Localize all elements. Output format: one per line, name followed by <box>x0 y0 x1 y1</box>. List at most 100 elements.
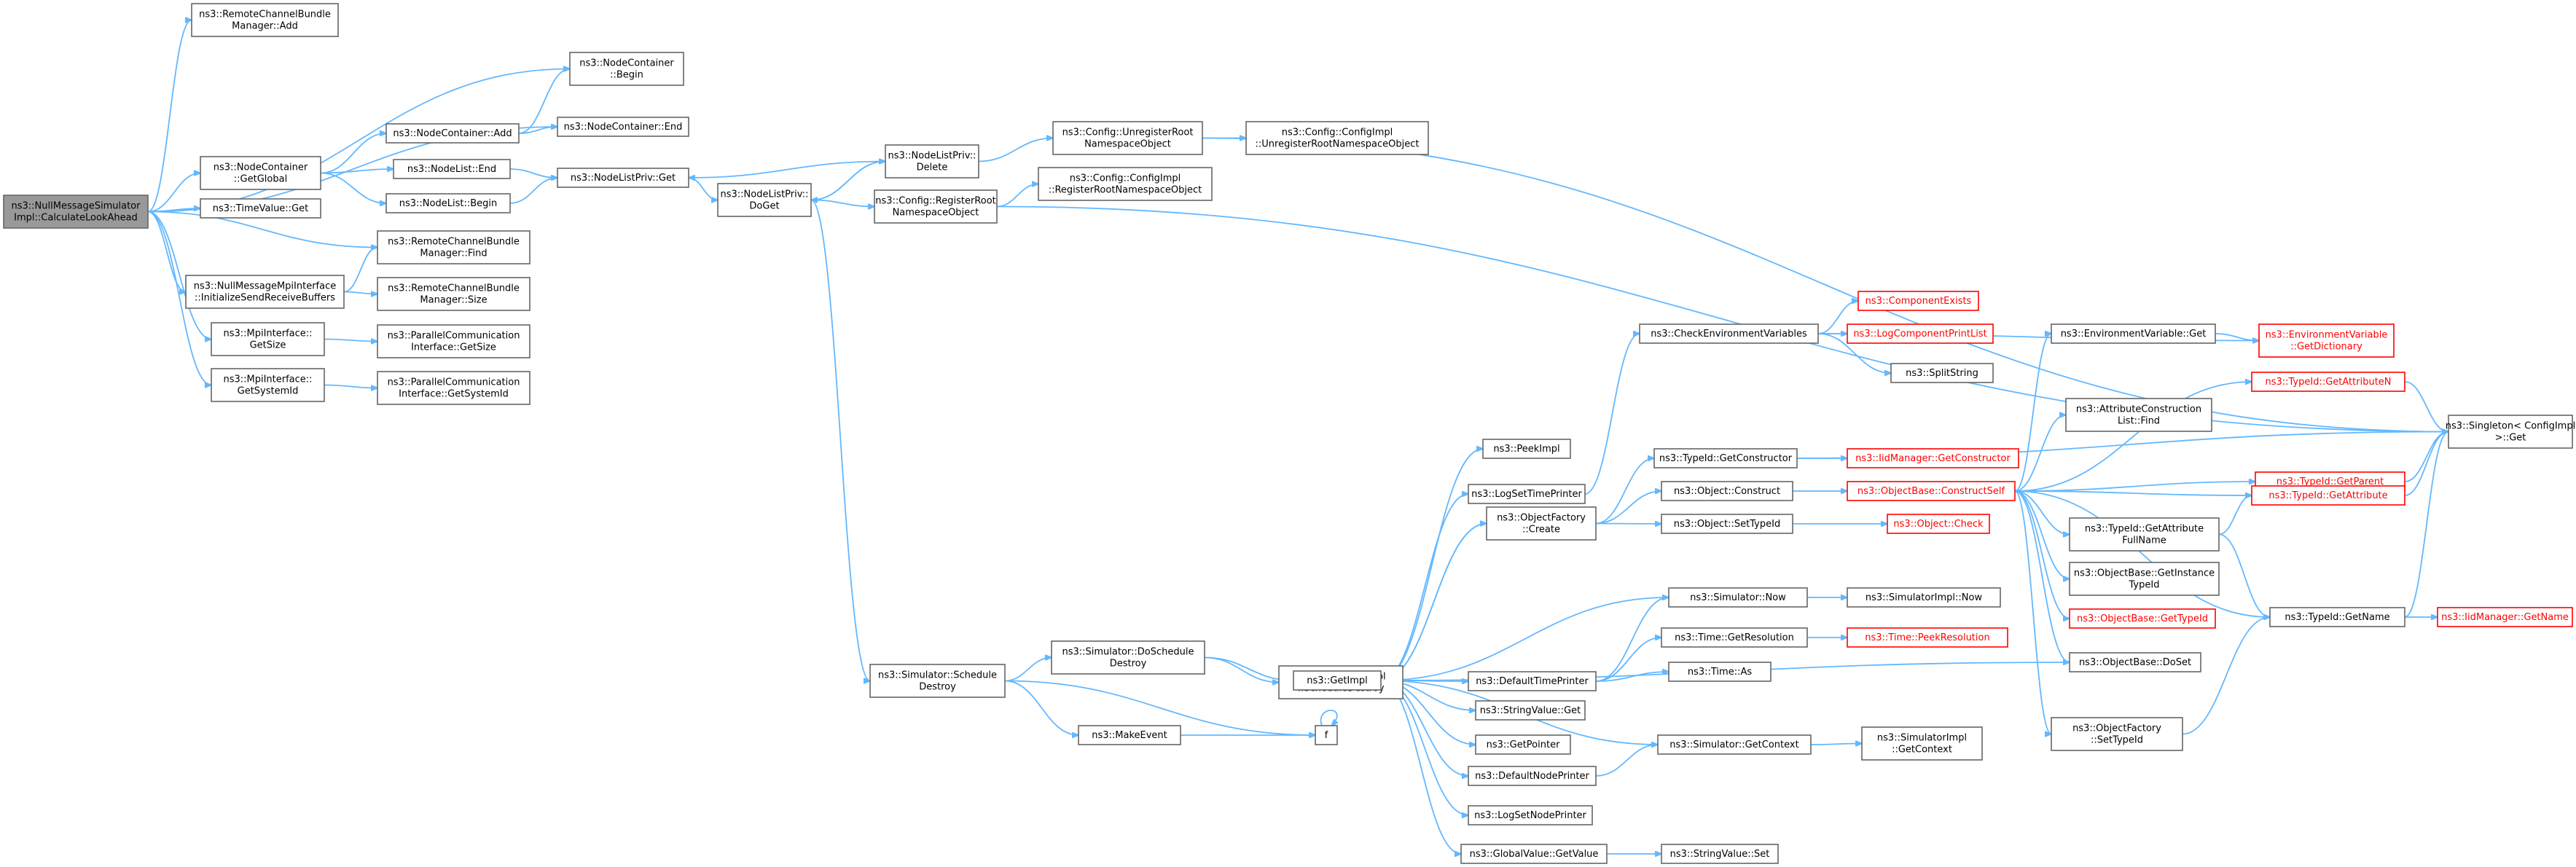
function-node-ncGetGlobal[interactable]: ns3::NodeContainer::GetGlobal <box>200 156 321 190</box>
call-edge <box>147 173 200 213</box>
function-node-pciGetSys[interactable]: ns3::ParallelCommunicationInterface::Get… <box>377 371 531 405</box>
function-node-simImplNow[interactable]: ns3::SimulatorImpl::Now <box>1847 587 2001 608</box>
function-node-obConstructSelf[interactable]: ns3::ObjectBase::ConstructSelf <box>1847 481 2016 501</box>
function-node-svGet[interactable]: ns3::StringValue::Get <box>1475 700 1586 721</box>
call-edge <box>1202 137 2448 432</box>
function-node-iidGetName[interactable]: ns3::IidManager::GetName <box>2437 607 2573 627</box>
function-node-cfgImplReg[interactable]: ns3::Config::ConfigImpl::RegisterRootNam… <box>1038 167 1213 201</box>
function-node-tidGetAttrN[interactable]: ns3::TypeId::GetAttributeN <box>2251 372 2405 392</box>
node-label: ns3::SimulatorImpl <box>1877 733 1967 744</box>
call-edge <box>810 199 874 207</box>
node-label: ns3::CheckEnvironmentVariables <box>1651 329 1807 340</box>
node-box <box>1847 448 2019 468</box>
function-node-checkEnv[interactable]: ns3::CheckEnvironmentVariables <box>1639 323 1819 344</box>
function-node-gvGetValue[interactable]: ns3::GlobalValue::GetValue <box>1460 844 1608 864</box>
node-label: ns3::Simulator::DoSchedule <box>1062 647 1194 658</box>
call-edge <box>509 178 557 204</box>
call-edge <box>343 248 377 293</box>
node-label: Destroy <box>919 682 956 693</box>
function-node-nlEnd[interactable]: ns3::NodeList::End <box>393 159 511 179</box>
function-node-tidGetName[interactable]: ns3::TypeId::GetName <box>2269 607 2405 627</box>
call-edge <box>689 160 886 178</box>
function-node-nlpDelete[interactable]: ns3::NodeListPriv::Delete <box>885 144 979 178</box>
function-node-getImpl[interactable]: ns3::GetImpl <box>1293 670 1382 691</box>
function-node-timeAs[interactable]: ns3::Time::As <box>1668 662 1772 682</box>
function-node-simGetContext[interactable]: ns3::Simulator::GetContext <box>1657 734 1812 755</box>
function-node-timeGetRes[interactable]: ns3::Time::GetResolution <box>1661 627 1808 648</box>
function-node-compExists[interactable]: ns3::ComponentExists <box>1857 291 1979 311</box>
function-node-peekImpl[interactable]: ns3::PeekImpl <box>1482 439 1571 459</box>
node-label: ns3::Time::As <box>1688 667 1753 678</box>
function-node-objSetTypeId[interactable]: ns3::Object::SetTypeId <box>1661 514 1793 534</box>
function-node-cfgReg[interactable]: ns3::Config::RegisterRootNamespaceObject <box>874 189 998 224</box>
function-node-tidGetAttr[interactable]: ns3::TypeId::GetAttribute <box>2251 485 2405 506</box>
function-node-tvGet[interactable]: ns3::TimeValue::Get <box>200 198 321 219</box>
node-box <box>377 277 531 311</box>
function-node-timePeekRes[interactable]: ns3::Time::PeekResolution <box>1847 627 2008 648</box>
function-node-makeEvent[interactable]: ns3::MakeEvent <box>1078 725 1181 745</box>
node-label: Interface::GetSystemId <box>399 389 509 400</box>
function-node-cfgUnreg[interactable]: ns3::Config::UnregisterRootNamespaceObje… <box>1052 121 1203 155</box>
function-node-pciGetSize[interactable]: ns3::ParallelCommunicationInterface::Get… <box>377 324 531 358</box>
node-box <box>2258 323 2395 358</box>
node-label: ns3::Time::GetResolution <box>1675 632 1794 643</box>
node-label: ns3::Config::UnregisterRoot <box>1062 128 1194 138</box>
function-node-obGetTypeId[interactable]: ns3::ObjectBase::GetTypeId <box>2069 608 2216 629</box>
function-node-f[interactable]: f <box>1315 725 1338 745</box>
node-box <box>3 195 149 229</box>
function-node-cfgImplUnreg[interactable]: ns3::Config::ConfigImpl::UnregisterRootN… <box>1245 121 1429 155</box>
call-edge <box>1204 656 1279 683</box>
node-box <box>377 324 531 358</box>
function-node-mpiGetSize[interactable]: ns3::MpiInterface::GetSize <box>211 322 325 356</box>
function-node-getPointer[interactable]: ns3::GetPointer <box>1475 734 1571 755</box>
node-box <box>200 198 321 219</box>
call-edge <box>1380 494 1468 681</box>
function-node-envGetDict[interactable]: ns3::EnvironmentVariable::GetDictionary <box>2258 323 2395 358</box>
node-label: ns3::StringValue::Get <box>1480 705 1581 716</box>
function-node-nmmInit[interactable]: ns3::NullMessageMpiInterface::Initialize… <box>185 275 345 309</box>
function-node-objCheck[interactable]: ns3::Object::Check <box>1887 514 1990 534</box>
nodes: ns3::NullMessageSimulatorImpl::Calculate… <box>3 3 2575 864</box>
node-label: ::GetGlobal <box>234 174 287 185</box>
function-node-splitString[interactable]: ns3::SplitString <box>1890 363 1994 383</box>
function-node-nlpDoGet[interactable]: ns3::NodeListPriv::DoGet <box>717 183 812 217</box>
node-box <box>1038 167 1213 201</box>
function-node-singletonGet[interactable]: ns3::Singleton< ConfigImpl >::Get <box>2446 415 2575 449</box>
function-node-root[interactable]: ns3::NullMessageSimulatorImpl::Calculate… <box>3 195 149 229</box>
function-node-simImplGetContext[interactable]: ns3::SimulatorImpl::GetContext <box>1861 726 1983 761</box>
function-node-nlpGet[interactable]: ns3::NodeListPriv::Get <box>557 168 689 188</box>
function-node-tidGetCtor[interactable]: ns3::TypeId::GetConstructor <box>1653 448 1798 468</box>
function-node-simNow[interactable]: ns3::Simulator::Now <box>1668 587 1808 608</box>
function-node-obDoSet[interactable]: ns3::ObjectBase::DoSet <box>2069 652 2201 672</box>
function-node-svSet[interactable]: ns3::StringValue::Set <box>1661 844 1779 864</box>
node-label: GetSize <box>250 340 286 351</box>
function-node-ofCreate[interactable]: ns3::ObjectFactory::Create <box>1486 506 1597 541</box>
function-node-ncEnd[interactable]: ns3::NodeContainer::End <box>557 117 689 137</box>
node-label: Interface::GetSize <box>411 342 496 353</box>
node-label: ns3::NodeListPriv:: <box>720 189 808 200</box>
function-node-iidGetCtor[interactable]: ns3::IidManager::GetConstructor <box>1847 448 2019 468</box>
function-node-envGet[interactable]: ns3::EnvironmentVariable::Get <box>2051 323 2216 344</box>
node-label: ns3::SimulatorImpl::Now <box>1866 592 1983 603</box>
function-node-ncBegin[interactable]: ns3::NodeContainer::Begin <box>569 52 684 86</box>
function-node-defNodePrinter[interactable]: ns3::DefaultNodePrinter <box>1468 766 1597 786</box>
function-node-logSetTimePrinter[interactable]: ns3::LogSetTimePrinter <box>1468 484 1586 504</box>
node-label: ns3::TimeValue::Get <box>213 203 309 214</box>
function-node-defTimePrinter[interactable]: ns3::DefaultTimePrinter <box>1468 671 1597 691</box>
function-node-logSetNodePrinter[interactable]: ns3::LogSetNodePrinter <box>1468 805 1593 825</box>
function-node-nlBegin[interactable]: ns3::NodeList::Begin <box>385 193 511 213</box>
function-node-ofSetTypeId[interactable]: ns3::ObjectFactory::SetTypeId <box>2051 717 2183 751</box>
function-node-logCompPrint[interactable]: ns3::LogComponentPrintList <box>1847 323 1994 344</box>
function-node-mpiGetSys[interactable]: ns3::MpiInterface::GetSystemId <box>211 368 325 402</box>
function-node-objConstruct[interactable]: ns3::Object::Construct <box>1661 481 1793 501</box>
function-node-ncAdd[interactable]: ns3::NodeContainer::Add <box>385 123 520 144</box>
node-box <box>1051 640 1205 675</box>
